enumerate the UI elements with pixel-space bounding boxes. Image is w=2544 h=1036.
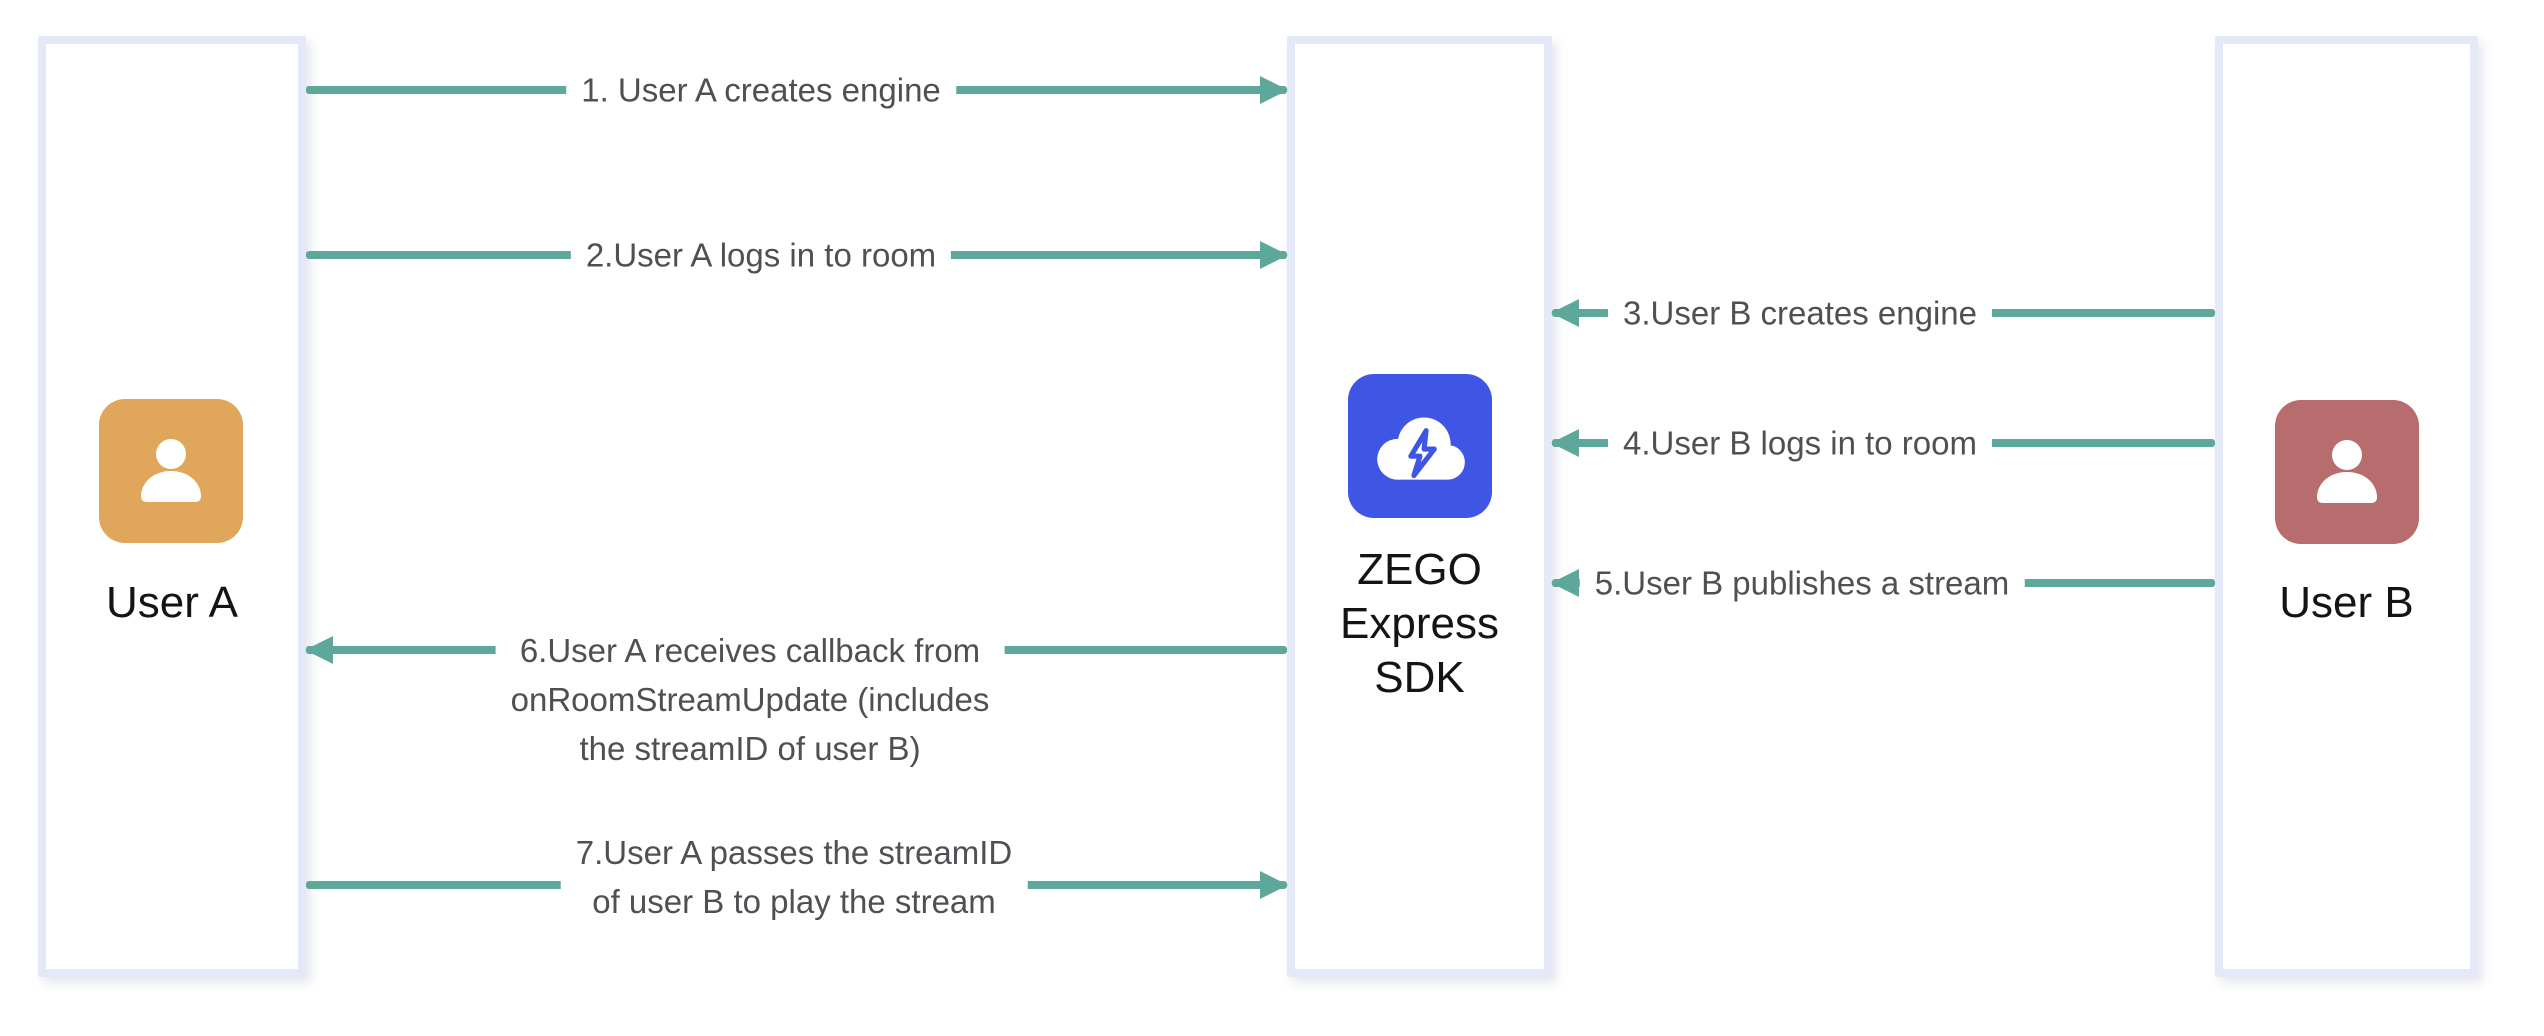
arrowhead-left-icon <box>1551 569 1579 597</box>
message-arrow-3: 3.User B creates engine <box>1551 288 2215 338</box>
message-arrow-1: 1. User A creates engine <box>306 65 1288 115</box>
sdk-label-line: ZEGO <box>1357 545 1482 594</box>
message-label-1: 1. User A creates engine <box>566 65 956 115</box>
message-label-3: 3.User B creates engine <box>1607 288 1993 338</box>
sdk-label: ZEGO Express SDK <box>1287 543 1552 705</box>
person-glyph <box>141 439 201 502</box>
message-label-line: 4.User B logs in to room <box>1623 424 1977 462</box>
cloud-lightning-icon <box>1348 374 1492 518</box>
person-glyph <box>2317 440 2377 503</box>
message-label-line: 2.User A logs in to room <box>585 236 937 274</box>
cloud-glyph <box>1377 417 1465 480</box>
message-label-line: 6.User A receives callback from <box>519 632 981 669</box>
message-label-line: 3.User B creates engine <box>1622 294 1978 332</box>
message-label-line: 5.User B publishes a stream <box>1594 564 2010 602</box>
sdk-label-line: SDK <box>1374 653 1465 702</box>
message-label-line: of user B to play the stream <box>592 883 996 920</box>
user-icon <box>2275 400 2419 544</box>
message-label-4: 4.User B logs in to room <box>1608 418 1992 468</box>
message-label-6: 6.User A receives callback from onRoomSt… <box>495 626 1005 773</box>
message-arrow-5: 5.User B publishes a stream <box>1551 558 2215 608</box>
message-label-2: 2.User A logs in to room <box>570 230 952 280</box>
arrowhead-right-icon <box>1260 76 1288 104</box>
arrowhead-right-icon <box>1260 241 1288 269</box>
arrowhead-left-icon <box>1551 299 1579 327</box>
message-label-7: 7.User A passes the streamID of user B t… <box>560 828 1028 926</box>
user-a-label: User A <box>105 578 239 627</box>
message-label-5: 5.User B publishes a stream <box>1579 558 2025 608</box>
sdk-label-line: Express <box>1340 599 1499 648</box>
message-arrow-6: 6.User A receives callback from onRoomSt… <box>305 626 1287 773</box>
user-icon <box>99 399 243 543</box>
arrowhead-left-icon <box>305 636 333 664</box>
user-b-label: User B <box>2279 578 2414 627</box>
message-arrow-4: 4.User B logs in to room <box>1551 418 2215 468</box>
arrowhead-right-icon <box>1260 871 1288 899</box>
message-label-line: onRoomStreamUpdate (includes <box>510 681 990 718</box>
message-arrow-7: 7.User A passes the streamID of user B t… <box>306 828 1288 926</box>
message-arrow-2: 2.User A logs in to room <box>306 230 1288 280</box>
arrowhead-left-icon <box>1551 429 1579 457</box>
message-label-line: 1. User A creates engine <box>581 71 941 109</box>
message-label-line: 7.User A passes the streamID <box>575 834 1013 871</box>
message-label-line: the streamID of user B) <box>579 730 921 767</box>
